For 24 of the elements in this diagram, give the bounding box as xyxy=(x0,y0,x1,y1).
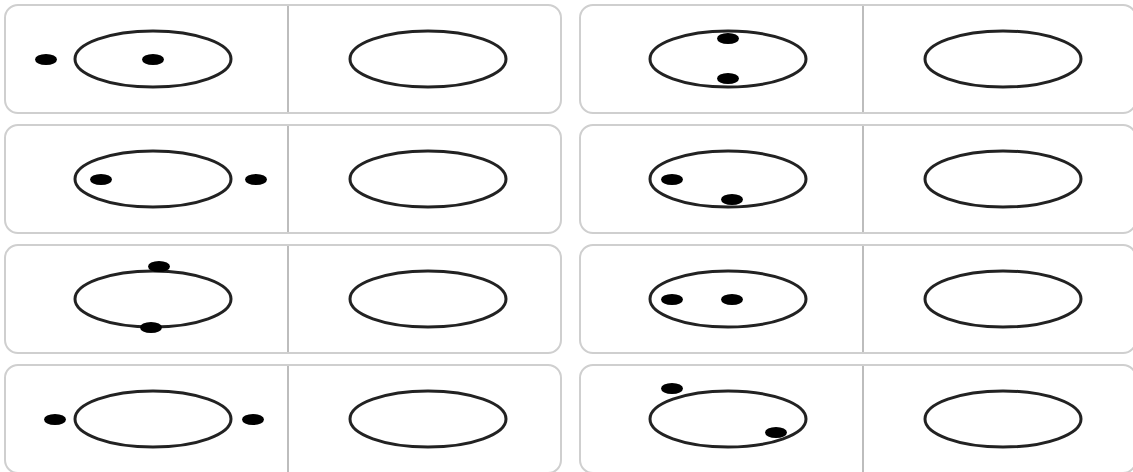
circle-outline xyxy=(648,29,808,89)
circle-outline xyxy=(73,29,233,89)
circle-outline xyxy=(648,149,808,209)
panel-card xyxy=(579,124,1133,234)
circle-outline xyxy=(348,149,508,209)
circle-outline xyxy=(648,389,808,449)
circle-outline xyxy=(73,269,233,329)
panel-card xyxy=(4,244,562,354)
circle-outline xyxy=(73,389,233,449)
panel-card xyxy=(579,244,1133,354)
circle-outline xyxy=(923,149,1083,209)
panel-card xyxy=(4,4,562,114)
circle-outline xyxy=(923,29,1083,89)
panel-card xyxy=(4,364,562,472)
circle-outline xyxy=(923,389,1083,449)
panel-card xyxy=(4,124,562,234)
panel-card xyxy=(579,364,1133,472)
circle-outline xyxy=(348,269,508,329)
panel-card xyxy=(579,4,1133,114)
circle-outline xyxy=(348,29,508,89)
circle-outline xyxy=(348,389,508,449)
circle-outline xyxy=(648,269,808,329)
circle-outline xyxy=(73,149,233,209)
circle-outline xyxy=(923,269,1083,329)
